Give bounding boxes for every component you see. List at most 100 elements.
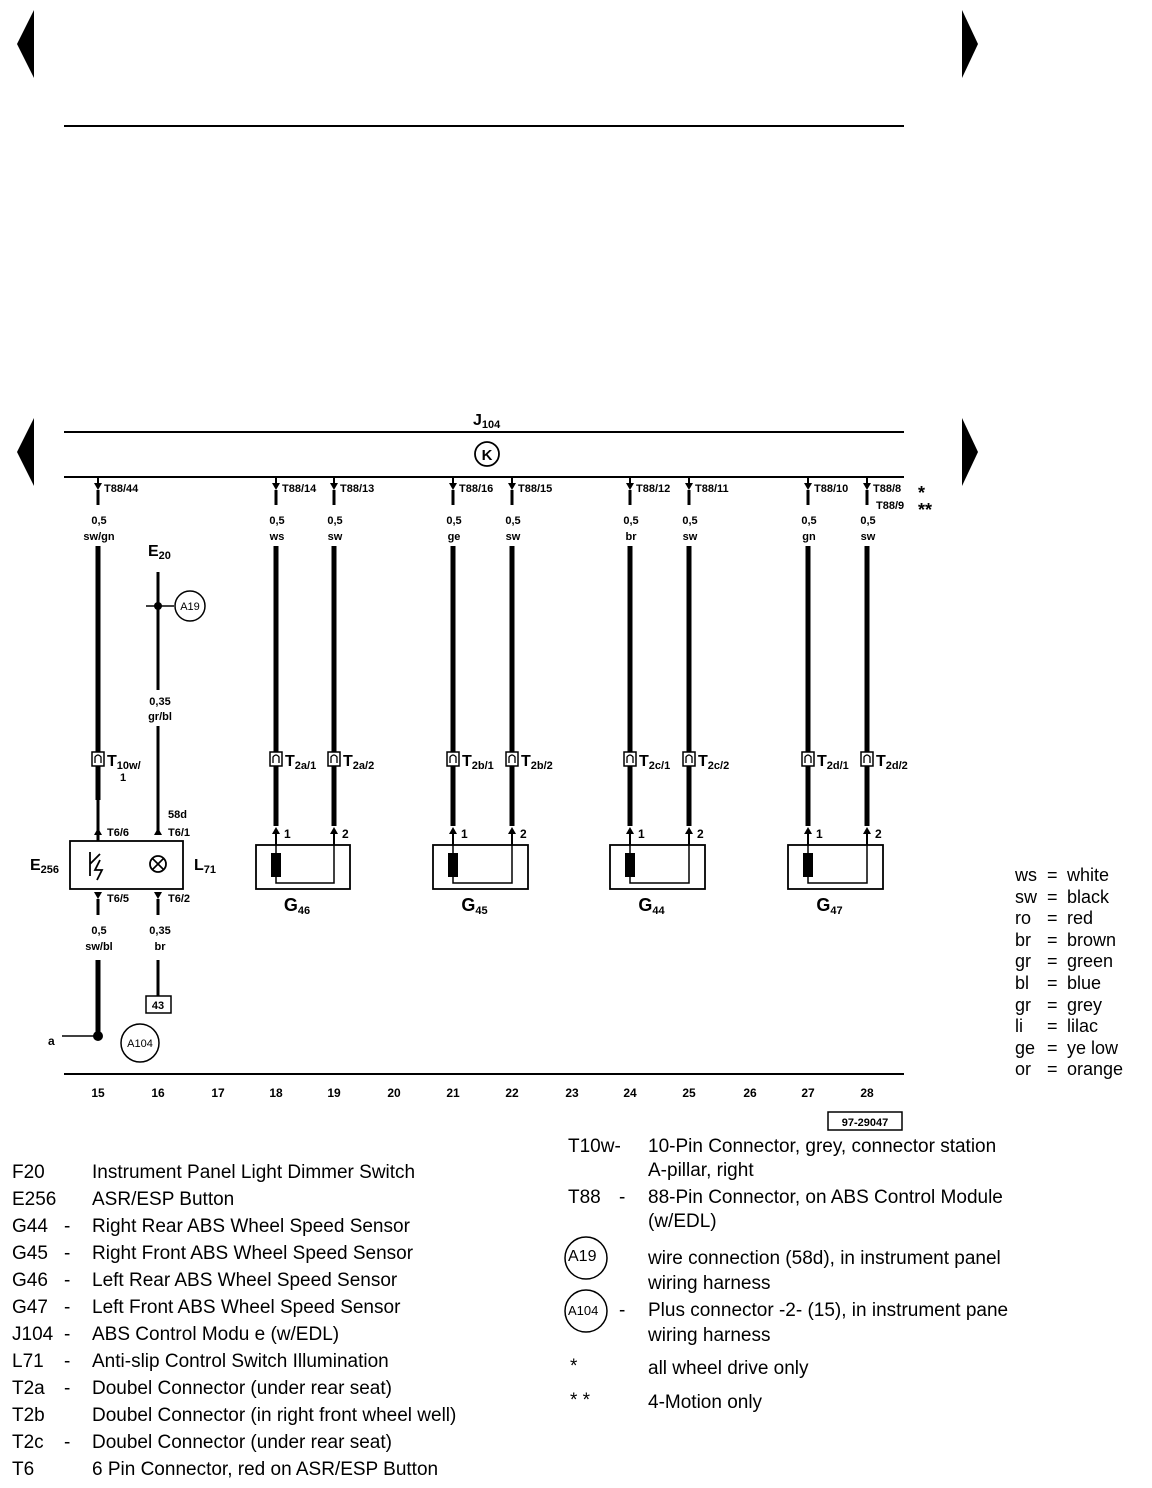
- color-code: br: [1015, 929, 1032, 950]
- inline-connector: [269, 751, 283, 767]
- inline-connector-pin: [804, 754, 812, 763]
- inline-connector-pin: [685, 754, 693, 763]
- a19-connector-symbol: [174, 590, 206, 622]
- pin-58d-label: 58d: [168, 809, 187, 821]
- sensor-pin-number: 2: [520, 827, 527, 841]
- t6-1-label: T6/1: [168, 827, 190, 839]
- t88-code: T88: [568, 1187, 601, 1208]
- t6-2-label: T6/2: [168, 893, 190, 905]
- component-description: Instrument Panel Light Dimmer Switch: [92, 1162, 416, 1183]
- color-name: red: [1067, 908, 1094, 929]
- component-code: T2b: [12, 1405, 45, 1426]
- wire-gauge: 0,5: [327, 515, 342, 527]
- star2-code: * *: [570, 1390, 591, 1411]
- column-number: 17: [211, 1086, 225, 1100]
- t2-connector-label: T2c/1: [639, 753, 670, 772]
- sensor-pin-arrow: [863, 827, 871, 834]
- prev-page-arrow-top[interactable]: [17, 10, 34, 78]
- sensor-winding: [452, 845, 513, 884]
- next-page-arrow-bottom[interactable]: [962, 418, 978, 486]
- color-code: li: [1015, 1016, 1023, 1037]
- e20-gauge: 0,35: [149, 696, 170, 708]
- t88-pin-label: T88/15: [518, 483, 552, 495]
- a104-desc-1: Plus connector -2- (15), in instrument p…: [648, 1300, 1009, 1321]
- color-code: sw: [1015, 886, 1037, 907]
- sensor-winding: [629, 845, 690, 884]
- t10w-label-line2: 1: [120, 772, 126, 784]
- component-dash: -: [64, 1297, 71, 1318]
- t2-connector-label: T2b/2: [521, 753, 553, 772]
- box-43-label: 43: [152, 1000, 164, 1012]
- component-description: 6 Pin Connector, red on ASR/ESP Button: [92, 1459, 439, 1480]
- column-number: 18: [269, 1086, 283, 1100]
- t88-pin-label: T88/44: [104, 483, 139, 495]
- point-a-dot: [93, 1031, 103, 1041]
- inline-connector-pin: [330, 754, 338, 763]
- sensor-pin-arrow: [272, 827, 280, 834]
- column-number: 28: [860, 1086, 874, 1100]
- sensor-box: [255, 844, 351, 890]
- sensor-label: G47: [816, 895, 842, 917]
- t88-pin-arrow: [626, 483, 634, 490]
- prev-page-arrow-bottom[interactable]: [17, 418, 34, 486]
- color-legend-row: ws=white: [1015, 866, 1109, 884]
- column-number: 27: [801, 1086, 815, 1100]
- sensor-pin-arrow: [685, 827, 693, 834]
- a104-dash: -: [619, 1300, 626, 1321]
- ref-code-label: 97-29047: [842, 1117, 889, 1129]
- point-a-label: a: [48, 1034, 55, 1048]
- component-description: Doubel Connector (in right front wheel w…: [92, 1405, 457, 1426]
- color-name: white: [1067, 865, 1110, 885]
- t2-connector-label: T2a/2: [343, 753, 374, 772]
- terminal-k-symbol: [474, 441, 500, 467]
- inline-connector: [623, 751, 637, 767]
- t2-connector-label: T2d/2: [876, 753, 908, 772]
- wire-gauge: 0,5: [623, 515, 638, 527]
- color-code: ws: [1015, 865, 1037, 885]
- equals-sign: =: [1047, 951, 1058, 972]
- t88-pin-arrow: [508, 483, 516, 490]
- color-code: gr: [1015, 994, 1032, 1015]
- color-legend-row: ge=ye low: [1015, 1039, 1118, 1057]
- wire-color: ws: [269, 531, 285, 543]
- component-description: Left Front ABS Wheel Speed Sensor: [92, 1297, 401, 1318]
- component-dash: -: [64, 1324, 71, 1345]
- t88-pin-label: T88/16: [459, 483, 493, 495]
- t6-5-pin-arrow: [94, 892, 102, 899]
- component-code: T2a: [12, 1378, 45, 1399]
- inline-connector-pin: [94, 754, 102, 763]
- t88-pin-arrow: [330, 483, 338, 490]
- component-description: ASR/ESP Button: [92, 1189, 235, 1210]
- inline-connector: [505, 751, 519, 767]
- sensor-label: G44: [638, 895, 665, 917]
- sensor-winding: [807, 845, 868, 884]
- t88-pin-arrow: [449, 483, 457, 490]
- column-number: 23: [565, 1086, 579, 1100]
- t88-pin-label: T88/8: [873, 483, 901, 495]
- sensor-winding: [275, 845, 335, 884]
- top-wires: T88/440,5sw/gnT88/140,5wsT88/130,5swT88/…: [83, 478, 901, 826]
- star1-code: *: [570, 1356, 578, 1377]
- component-code: F20: [12, 1162, 45, 1183]
- component-dash: -: [64, 1270, 71, 1291]
- a104-desc-2: wiring harness: [648, 1325, 771, 1346]
- component-dash: -: [64, 1378, 71, 1399]
- legend-a104-symbol: [564, 1289, 608, 1333]
- t6-6-pin-arrow: [94, 828, 102, 835]
- wire-gauge: 0,5: [91, 515, 106, 527]
- asr-esp-switch-box: [69, 840, 184, 890]
- color-legend-row: or=orange: [1015, 1060, 1123, 1078]
- a19-connector-label: A19: [180, 601, 200, 613]
- next-page-arrow-top[interactable]: [962, 10, 978, 78]
- sensor-coil: [803, 853, 813, 877]
- component-code: G45: [12, 1243, 48, 1264]
- component-dash: -: [64, 1432, 71, 1453]
- component-code: L71: [12, 1351, 44, 1372]
- t2-connector-label: T2b/1: [462, 753, 494, 772]
- a19-legend-code: A19: [568, 1248, 597, 1265]
- equals-sign: =: [1047, 1037, 1058, 1058]
- sensor-pin-number: 1: [638, 827, 645, 841]
- sensor-pin-number: 1: [284, 827, 291, 841]
- sensor-box: [787, 844, 884, 890]
- equals-sign: =: [1047, 1016, 1058, 1037]
